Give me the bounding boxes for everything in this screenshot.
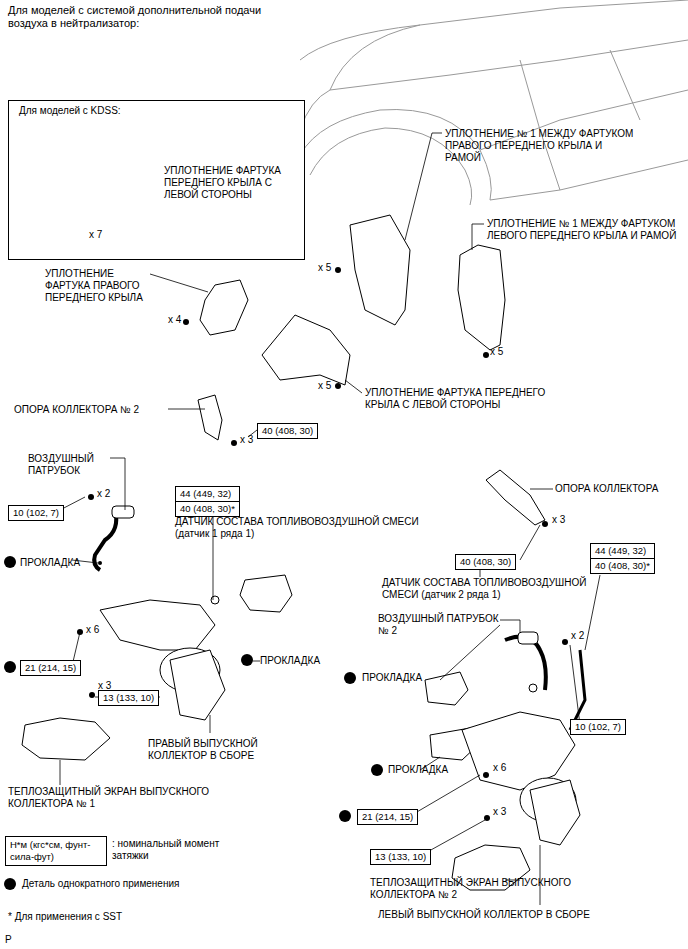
torque-value: 13 (133, 10): [99, 691, 158, 705]
torque-value: 13 (133, 10): [371, 850, 430, 864]
part-label: ОПОРА КОЛЛЕКТОРА: [555, 483, 675, 495]
part-label: ЛЕВЫЙ ВЫПУСКНОЙ КОЛЛЕКТОР В СБОРЕ: [378, 909, 618, 921]
torque-value: 40 (408, 30)*: [176, 501, 239, 516]
part-label: УПЛОТНЕНИЕ № 1 МЕЖДУ ФАРТУКОМ ЛЕВОГО ПЕР…: [487, 218, 677, 242]
part-label: ДАТЧИК СОСТАВА ТОПЛИВОВОЗДУШНОЙ СМЕСИ (д…: [175, 516, 420, 540]
torque-box: 44 (449, 32)40 (408, 30)*: [590, 543, 655, 574]
part-label: x 7: [89, 229, 119, 241]
torque-box: 44 (449, 32)40 (408, 30)*: [175, 486, 240, 517]
torque-value: 40 (408, 30): [456, 555, 515, 569]
part-label: ПРОКЛАДКА: [362, 672, 442, 684]
torque-box: 13 (133, 10): [370, 849, 431, 865]
part-label: ТЕПЛОЗАЩИТНЫЙ ЭКРАН ВЫПУСКНОГО КОЛЛЕКТОР…: [370, 877, 620, 901]
quantity-mark: x 2: [97, 488, 127, 500]
kdss-inset-box: Для моделей с KDSS: УПЛОТНЕНИЕ ФАРТУКА ПЕ…: [8, 100, 305, 260]
part-label: : номинальный момент затяжки: [112, 838, 230, 862]
legend-row: Деталь однократного применения: [4, 878, 179, 890]
quantity-mark: x 6: [86, 624, 116, 636]
diagram-title: Для моделей с системой дополнительной по…: [8, 4, 273, 30]
torque-value: 40 (408, 30)*: [591, 558, 654, 573]
quantity-mark: x 5: [318, 380, 348, 392]
part-label: ВОЗДУШНЫЙ ПАТРУБОК: [28, 453, 108, 477]
quantity-mark: x 2: [571, 630, 601, 642]
torque-box: 10 (102, 7): [8, 505, 64, 521]
torque-value: 21 (214, 15): [21, 661, 80, 675]
torque-value: Н*м (кгс*см, фунт-сила-фут): [6, 837, 106, 865]
part-label: ПРАВЫЙ ВЫПУСКНОЙ КОЛЛЕКТОР В СБОРЕ: [148, 738, 278, 762]
part-label: ПРОКЛАДКА: [388, 764, 468, 776]
legend-torque-box: Н*м (кгс*см, фунт-сила-фут): [5, 836, 107, 866]
part-label: * Для применения с SST: [8, 911, 208, 923]
quantity-mark: x 3: [98, 680, 128, 692]
torque-value: 10 (102, 7): [571, 720, 625, 734]
torque-box: 10 (102, 7): [570, 719, 626, 735]
inset-heading: Для моделей с KDSS:: [19, 105, 219, 117]
torque-value: 40 (408, 30): [258, 424, 317, 438]
part-label: ПРОКЛАДКА: [260, 655, 340, 667]
legend-text: Деталь однократного применения: [22, 878, 179, 890]
quantity-mark: x 6: [493, 762, 523, 774]
part-label: ВОЗДУШНЫЙ ПАТРУБОК № 2: [378, 613, 500, 637]
part-label: ПРОКЛАДКА: [20, 557, 100, 569]
torque-value: 44 (449, 32): [176, 487, 239, 501]
page-mark: P: [5, 934, 25, 946]
torque-box: 21 (214, 15): [20, 660, 81, 676]
part-label: УПЛОТНЕНИЕ ФАРТУКА ПРАВОГО ПЕРЕДНЕГО КРЫ…: [45, 268, 155, 304]
part-label: ОПОРА КОЛЛЕКТОРА № 2: [14, 404, 174, 416]
quantity-mark: x 3: [240, 434, 270, 446]
single-use-dot: [4, 878, 16, 890]
torque-box: 21 (214, 15): [357, 809, 418, 825]
torque-box: 40 (408, 30): [257, 423, 318, 439]
quantity-mark: x 3: [552, 514, 582, 526]
part-label: УПЛОТНЕНИЕ ФАРТУКА ПЕРЕДНЕГО КРЫЛА С ЛЕВ…: [164, 165, 300, 201]
torque-value: 44 (449, 32): [591, 544, 654, 558]
quantity-mark: x 5: [490, 346, 520, 358]
torque-value: 21 (214, 15): [358, 810, 417, 824]
torque-value: 10 (102, 7): [9, 506, 63, 520]
torque-box: 40 (408, 30): [455, 554, 516, 570]
quantity-mark: x 3: [493, 806, 523, 818]
part-label: ТЕПЛОЗАЩИТНЫЙ ЭКРАН ВЫПУСКНОГО КОЛЛЕКТОР…: [8, 786, 253, 810]
quantity-mark: x 4: [168, 314, 198, 326]
quantity-mark: x 5: [318, 262, 348, 274]
part-label: УПЛОТНЕНИЕ ФАРТУКА ПЕРЕДНЕГО КРЫЛА С ЛЕВ…: [365, 387, 570, 411]
torque-box: 13 (133, 10): [98, 690, 159, 706]
part-label: ДАТЧИК СОСТАВА ТОПЛИВОВОЗДУШНОЙ СМЕСИ (д…: [382, 577, 622, 601]
part-label: УПЛОТНЕНИЕ № 1 МЕЖДУ ФАРТУКОМ ПРАВОГО ПЕ…: [445, 128, 640, 164]
